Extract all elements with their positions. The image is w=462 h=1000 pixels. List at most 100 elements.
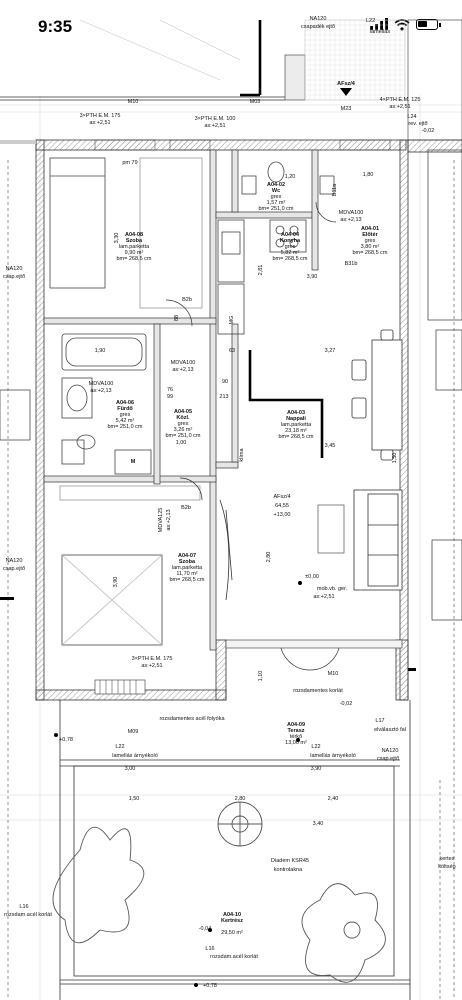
street-strip [0,19,462,141]
elevation-mob-vb: as:+2,51 [313,594,334,600]
dim-99: 99 [167,394,173,400]
level-markers [54,581,302,987]
dim-180: 1,80 [363,172,374,178]
gutter-sublabel: csapadék ejtő [301,24,335,30]
label-korlat-left: rozsdam.acél korlát [4,912,52,918]
pth-100: 3×PTH E.M. 100 [195,116,236,122]
room-ceiling-height: bm= 251,0 cm [107,424,142,430]
dim-280: 2,80 [266,552,272,563]
label-csap-ejto: csap.ejtő [377,756,399,762]
dim-63: 63 [229,348,235,354]
dim-300-terrace: 3,00 [125,766,136,772]
room-area: 5,82 m² [281,250,300,256]
dim-240: 2,40 [328,796,339,802]
room-area: 13,00 m² [285,740,307,746]
room-name: Konyha [280,238,301,244]
label-elvalaszto-fal: elválasztó fal [374,727,406,733]
label-lamellas-right: lamellás árnyékoló [310,753,356,759]
dim-345: 3,45 [325,443,336,449]
label-l16-bottom: L16 [205,946,214,952]
label-koltseg: költség [438,864,455,870]
dim-280-garden: 2,80 [235,796,246,802]
room-id: A04-03 [287,410,305,416]
label-l22: L22 [366,18,375,24]
room-id: A04-05 [174,409,192,415]
elevation-213-room: as:+2,13 [166,509,172,530]
sofa [317,489,403,591]
room-name: Előtér [362,232,378,238]
thresholds [94,139,391,695]
room-name: Szoba [179,559,196,565]
unit-level: +13,00 [274,512,291,518]
elevation-middle: as:+2,51 [204,123,225,129]
mdva-100-bath: MDVA100 [89,381,114,387]
tag-b31b: B31b [345,261,358,267]
level-000: ±0,00 [305,574,319,580]
room-area: 3,80 m² [361,244,380,250]
dim-120: 1,20 [285,174,296,180]
label-pm79: pm 79 [122,160,137,166]
label-kertes: kertes [440,856,455,862]
tag-m10-top: M10 [128,99,139,105]
bed-bottom [59,485,201,646]
label-l16-left: L16 [19,904,28,910]
bed-top [49,157,203,309]
gutter-label: NA120 [310,16,327,22]
tag-mg: MG [229,316,235,325]
elevation-bottom: as:+2,51 [141,663,162,669]
pth-175-left: 3×PTH E.M. 175 [80,113,121,119]
label-l17: L17 [375,718,384,724]
room-ceiling-height: bm= 268,5 cm [352,250,387,256]
room-floor: gres [271,194,282,200]
level-minus-004: -0,04 [199,926,212,932]
room-floor: gres [365,238,376,244]
tag-m-shaft: M [131,459,136,465]
label-rozsdamentes-korlat: rozsdamentes korlát [293,688,343,694]
label-l22-left: L22 [115,744,124,750]
unit-tag: AFsz/4 [273,494,290,500]
room-id: A04-02 [267,182,285,188]
room-id: A04-08 [125,232,143,238]
room-id: A04-04 [281,232,300,238]
room-ceiling-height: bm= 268,5 cm [272,256,307,262]
room-area: 1,57 m² [267,200,286,206]
dim-88: 88 [174,315,180,321]
label-lamellas-left: lamellás árnyékoló [112,753,158,759]
dining-table [351,329,403,461]
room-ceiling-height: bm= 268,5 cm [169,577,204,583]
room-floor: gres [285,244,296,250]
mdva-125: MDVA125 [158,508,164,533]
room-name: Kertrész [221,918,243,924]
dim-390-terrace: 3,90 [311,766,322,772]
room-name: Szoba [126,238,143,244]
elevation-left: as:+2,51 [89,120,110,126]
elevation-213-hall: as:+2,13 [172,367,193,373]
dim-213: 213 [219,394,228,400]
elevation-213-bath: as:+2,13 [90,388,111,394]
label-klima: klíma [239,447,245,461]
mdva-100-hall: MDVA100 [171,360,196,366]
unit-tag-top: AFsz/4 [337,81,356,87]
gutter-label-left-bottom: NA120 [6,558,23,564]
label-diadem: Diadem KSR45 [271,858,309,864]
dim-190: 1,90 [95,348,106,354]
room-id: A04-06 [116,400,134,406]
label-csap-ejto-left: csap.ejtő [3,274,25,280]
label-rozsdamentes-folyoka: rozsdamentes acél folyóka [159,716,225,722]
gutter-label-left: NA120 [6,266,23,272]
level-plus-078-bottom: +0,78 [203,983,217,989]
pth-125-right: 4×PTH E.M. 125 [380,97,421,103]
level-plus-078-top: +0,78 [59,737,73,743]
tag-b11a: B11a [332,183,338,196]
level-minus-002-terrace: -0,02 [340,701,353,707]
tag-m10: M10 [328,671,339,677]
dim-110: 1,10 [258,671,264,682]
room-floor: lam.parketta [172,565,203,571]
mdva-100-top: MDVA100 [339,210,364,216]
outer-walls [0,139,462,701]
label-l22-right: L22 [311,744,320,750]
room-area: 23,18 m² [285,428,307,434]
entry-arrow-icon [340,88,352,96]
label-korlat-bottom: rozsdam.acél korlát [210,954,258,960]
room-name: Közl. [176,415,190,421]
